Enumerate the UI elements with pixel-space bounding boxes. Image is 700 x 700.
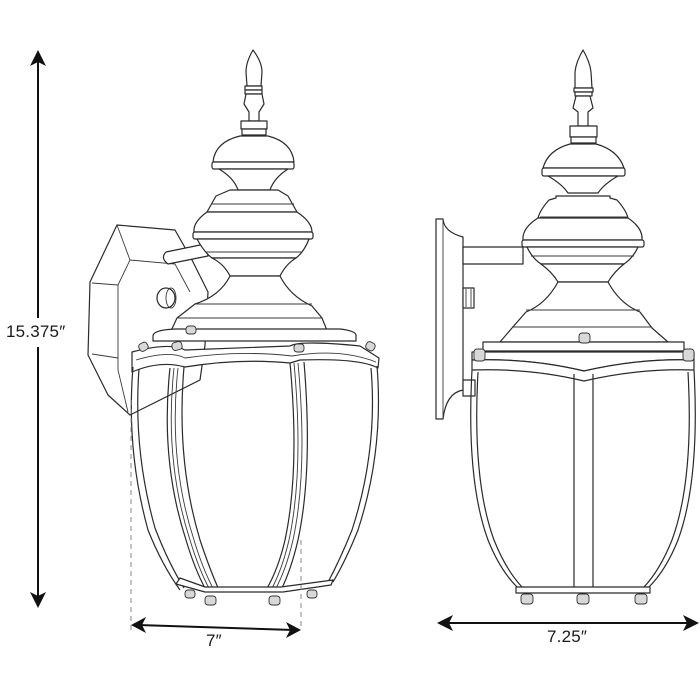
side-view-backplate [87,224,209,416]
side-width-dimension-line [131,617,301,638]
side-view-lantern [87,49,380,606]
front-view-bottom-ring [515,586,651,605]
side-view-glass-frame [130,361,380,591]
side-width-extension-lines [130,400,302,630]
front-view-glass-frame [470,369,696,588]
front-view-middle-body [521,195,645,283]
height-dimension-line [30,50,46,608]
side-width-dimension-label: 7″ [206,631,222,650]
side-view-middle-body [192,189,314,277]
side-view-rivets-top [138,325,376,353]
front-view-finial [569,49,598,144]
front-view-rivets-top [473,332,695,362]
side-view-finial [240,49,268,136]
front-view-cap [471,281,695,382]
side-view-bottom-ring [175,577,334,606]
side-view-cap [131,275,380,373]
front-view-lantern [435,49,696,605]
height-dimension-label: 15.375″ [6,321,66,343]
front-width-dimension-line [437,615,699,631]
front-view-upper-dome [541,143,626,194]
front-view-backplate [435,218,524,420]
front-width-dimension-label: 7.25″ [547,627,588,646]
side-view-upper-dome [211,135,295,191]
